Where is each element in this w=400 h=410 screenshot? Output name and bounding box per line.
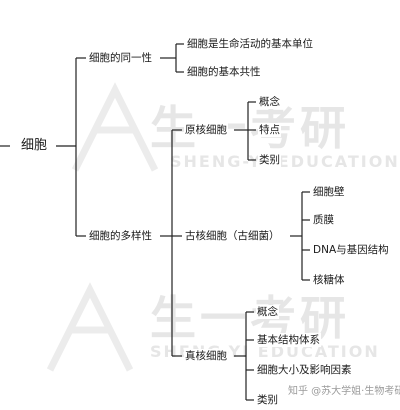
node-archaea: 古核细胞（古细菌） xyxy=(184,229,281,243)
archaea-item-membrane: 质膜 xyxy=(312,213,335,227)
node-eukaryote: 真核细胞 xyxy=(184,349,228,363)
eukaryote-item-structure: 基本结构体系 xyxy=(256,333,321,347)
archaea-item-cell-wall: 细胞壁 xyxy=(312,185,346,199)
prokaryote-item-types: 类别 xyxy=(258,153,281,167)
unity-item-basic-unit: 细胞是生命活动的基本单位 xyxy=(186,37,314,51)
prokaryote-item-features: 特点 xyxy=(258,123,281,137)
branch-unity: 细胞的同一性 xyxy=(88,51,153,65)
branch-diversity: 细胞的多样性 xyxy=(88,229,153,243)
archaea-item-dna-gene: DNA与基因结构 xyxy=(312,243,390,257)
root-node: 细胞 xyxy=(20,137,49,155)
eukaryote-item-size: 细胞大小及影响因素 xyxy=(256,363,353,377)
unity-item-common-features: 细胞的基本共性 xyxy=(186,65,262,79)
eukaryote-item-types: 类别 xyxy=(256,393,279,407)
archaea-item-ribosome: 核糖体 xyxy=(312,273,346,287)
node-prokaryote: 原核细胞 xyxy=(184,123,228,137)
eukaryote-item-concept: 概念 xyxy=(256,305,279,319)
prokaryote-item-concept: 概念 xyxy=(258,95,281,109)
